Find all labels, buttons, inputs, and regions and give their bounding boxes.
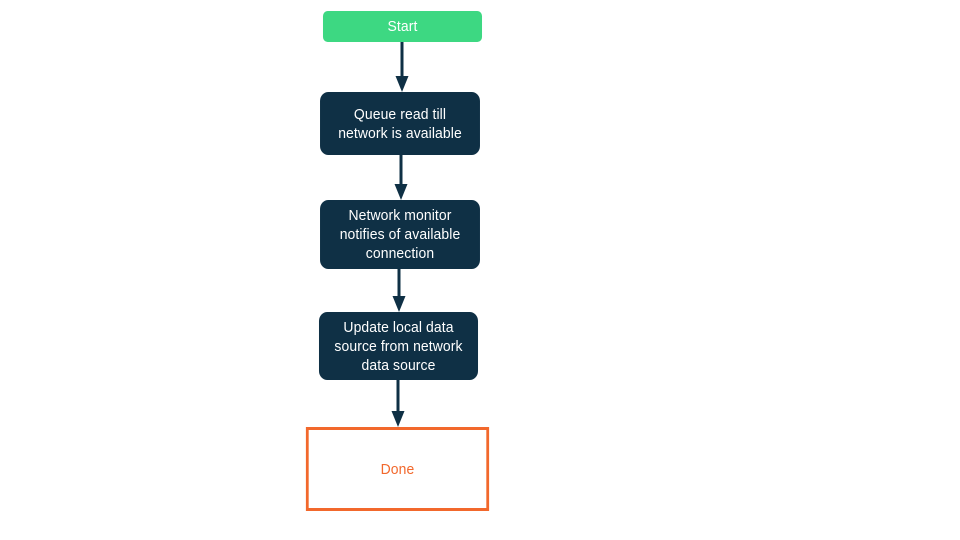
node-update-local[interactable]: Update local data source from network da… <box>318 312 479 380</box>
node-queue-read-label: Queue read till network is available <box>338 105 462 142</box>
node-start-label: Start <box>387 18 418 35</box>
edge-start-queue <box>395 42 409 92</box>
edge-update-done <box>391 380 405 427</box>
node-network-monitor[interactable]: Network monitor notifies of available co… <box>320 200 480 269</box>
node-start[interactable]: Start <box>322 11 483 42</box>
node-queue-read[interactable]: Queue read till network is available <box>320 92 480 155</box>
edge-queue-monitor <box>394 155 408 200</box>
node-update-local-label: Update local data source from network da… <box>334 318 463 374</box>
node-done[interactable]: Done <box>305 427 490 511</box>
edge-monitor-update <box>392 269 406 312</box>
node-done-label: Done <box>380 460 415 478</box>
node-network-monitor-label: Network monitor notifies of available co… <box>339 207 461 262</box>
